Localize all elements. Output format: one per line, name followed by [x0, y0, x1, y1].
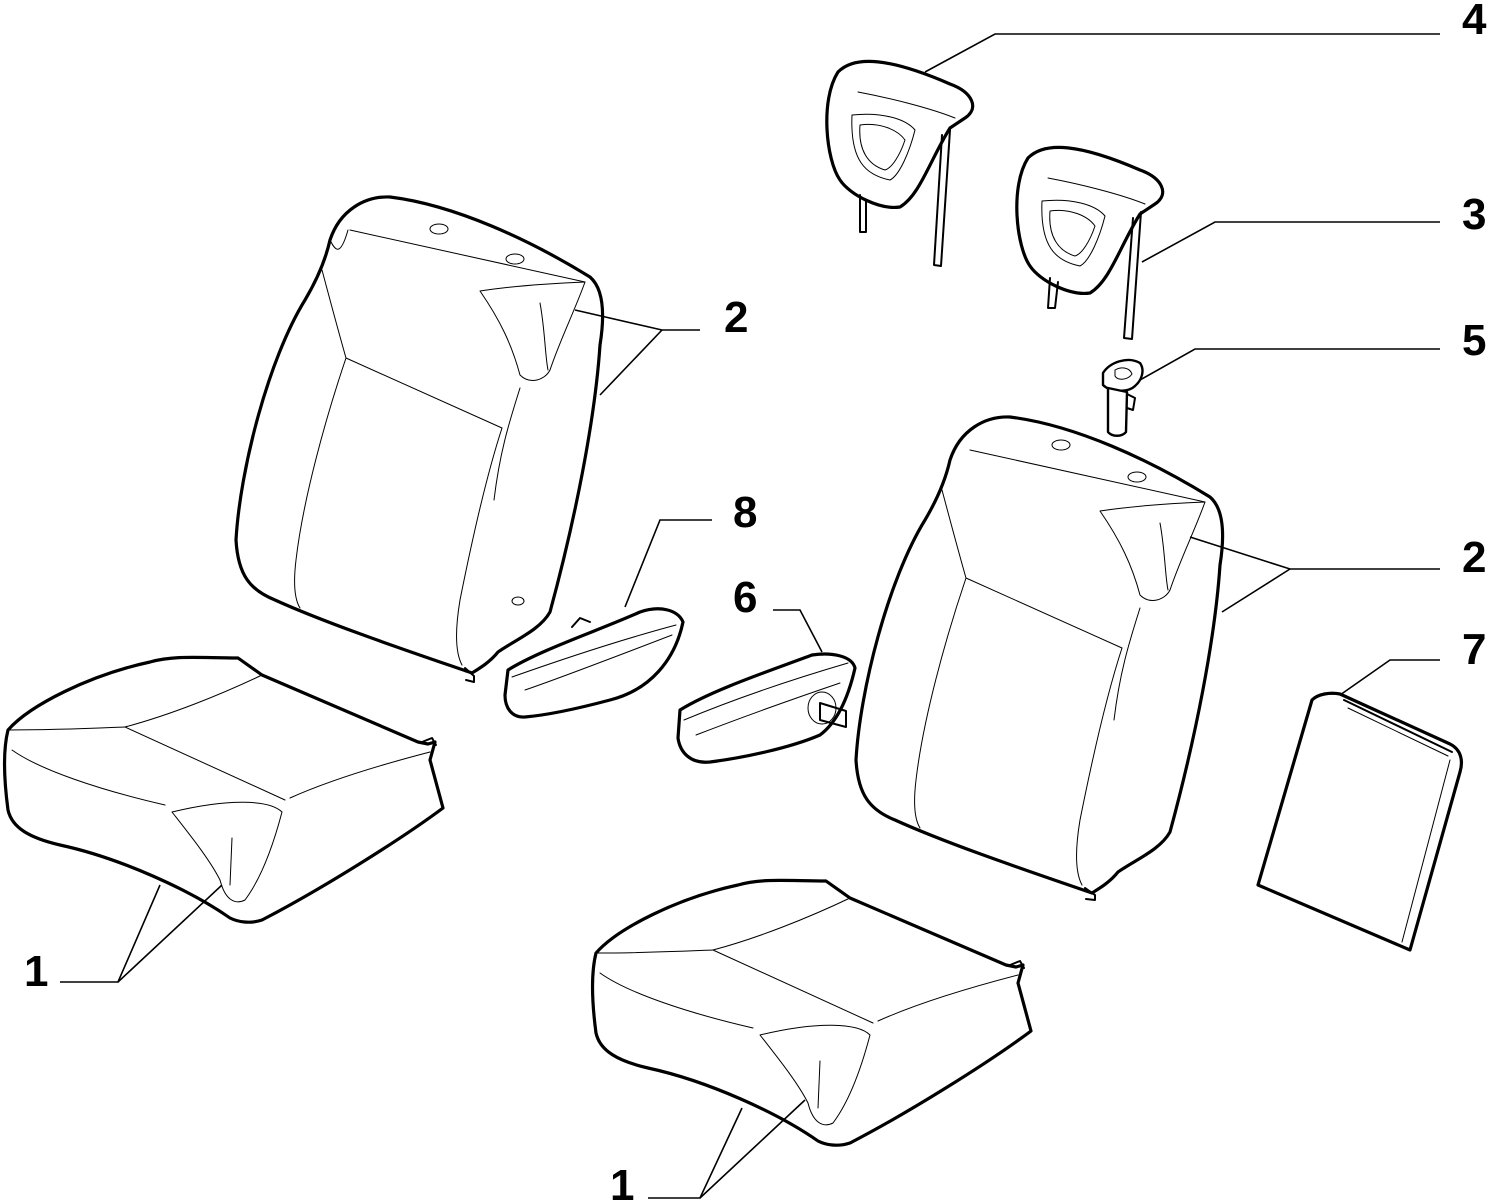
leader-3 — [1141, 221, 1440, 263]
leader-8 — [624, 519, 712, 608]
callout-labels: 4 3 5 2 2 8 6 7 1 1 — [24, 0, 1487, 1203]
leader-2-left-b — [599, 329, 663, 396]
leader-2-right-b — [1221, 568, 1291, 613]
callout-1-left: 1 — [24, 947, 48, 996]
callout-4: 4 — [1462, 0, 1487, 44]
left-backrest — [234, 195, 605, 683]
callout-7: 7 — [1462, 625, 1486, 674]
callout-2-left: 2 — [724, 293, 748, 342]
leader-1-right-a — [648, 1107, 743, 1199]
leader-7 — [1339, 659, 1440, 696]
callout-5: 5 — [1462, 316, 1486, 365]
headrest-guide — [1101, 358, 1144, 437]
armrest-left — [503, 607, 685, 719]
callout-8: 8 — [733, 488, 757, 537]
right-backrest — [854, 415, 1225, 901]
leader-lines — [60, 33, 1440, 1199]
leader-2-right-a — [1189, 536, 1440, 570]
back-panel — [1256, 691, 1463, 952]
callout-2-right: 2 — [1462, 533, 1486, 582]
armrest-right — [676, 652, 857, 764]
right-cushion — [591, 878, 1033, 1147]
headrest-front — [1015, 145, 1165, 340]
left-cushion — [3, 655, 445, 924]
leader-6 — [773, 609, 823, 653]
callout-6: 6 — [733, 573, 757, 622]
callout-3: 3 — [1462, 190, 1486, 239]
leader-4 — [924, 33, 1440, 73]
leader-5 — [1139, 348, 1440, 381]
callout-1-right: 1 — [610, 1161, 634, 1203]
leader-1-left-a — [60, 884, 161, 983]
leader-1-left-b — [117, 884, 223, 983]
leader-1-right-b — [699, 1099, 806, 1199]
headrest-rear — [825, 59, 975, 267]
